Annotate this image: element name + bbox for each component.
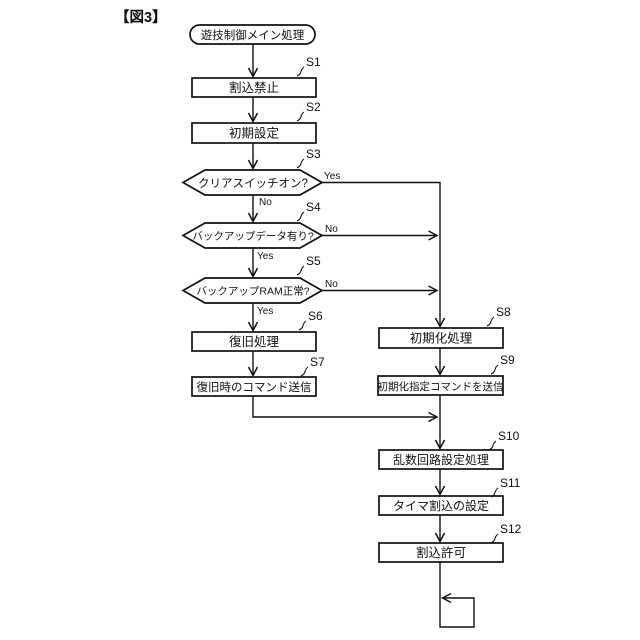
step-id-s4-leader: [296, 211, 305, 222]
step-id-s7: S7: [310, 355, 325, 369]
node-s9-label: 初期化指定コマンドを送信: [378, 380, 504, 393]
start-terminal-label: 遊技制御メイン処理: [201, 28, 305, 42]
line-s3-yes-to-s8: [322, 181, 440, 327]
decision-hexagon-s3: [181, 169, 324, 196]
step-id-s7-leader: [300, 366, 309, 377]
branch-label-s5-yes: Yes: [257, 306, 273, 317]
node-s8-label: 初期化処理: [410, 332, 473, 346]
node-s9: 初期化指定コマンドを送信 S9: [377, 353, 515, 396]
node-s6-label: 復旧処理: [229, 334, 280, 349]
decision-hexagon-s5: [181, 277, 324, 304]
process-box-s7: [191, 376, 317, 397]
branch-label-s5-no: No: [325, 279, 338, 290]
node-s10: 乱数回路設定処理 S10: [378, 429, 520, 470]
process-box-s12: [378, 542, 504, 563]
step-id-s11-leader: [490, 487, 499, 498]
step-id-s12: S12: [500, 522, 522, 536]
node-start: 遊技制御メイン処理: [189, 24, 316, 45]
step-id-s2-leader: [296, 111, 305, 122]
node-s3-label: クリアスイッチオン?: [198, 177, 308, 190]
start-terminal-shape: [189, 24, 316, 45]
step-id-s9: S9: [500, 353, 515, 367]
step-id-s9-leader: [490, 364, 499, 375]
process-box-s10: [378, 449, 504, 470]
node-s5-label: バックアップRAM正常?: [196, 285, 309, 298]
step-id-s1-leader: [296, 66, 305, 77]
step-id-s3: S3: [306, 147, 321, 161]
node-s7: 復旧時のコマンド送信 S7: [191, 355, 325, 397]
node-s4: バックアップデータ有り? S4 No Yes: [181, 200, 338, 262]
process-box-s2: [191, 122, 317, 144]
step-id-s5: S5: [306, 254, 321, 268]
step-id-s2: S2: [306, 100, 321, 114]
step-id-s11: S11: [500, 476, 521, 490]
branch-label-s4-no: No: [325, 224, 338, 235]
branch-label-s4-yes: Yes: [257, 251, 273, 262]
node-s6: 復旧処理 S6: [191, 309, 323, 352]
node-s2-label: 初期設定: [229, 126, 279, 141]
process-box-s9: [377, 375, 504, 396]
step-id-s10-leader: [488, 440, 497, 451]
node-s5: バックアップRAM正常? S5 No Yes: [181, 254, 338, 317]
process-box-s1: [191, 77, 317, 98]
branch-label-s3-no: No: [259, 197, 272, 208]
step-id-s6-leader: [298, 320, 307, 331]
step-id-s6: S6: [308, 309, 323, 323]
step-id-s3-leader: [296, 158, 305, 169]
step-id-s8-leader: [486, 316, 495, 327]
node-s7-label: 復旧時のコマンド送信: [197, 380, 312, 394]
process-box-s11: [378, 495, 504, 516]
branch-label-s3-yes: Yes: [324, 171, 340, 182]
step-id-s1: S1: [306, 55, 321, 69]
process-box-s8: [378, 327, 504, 349]
node-s11-label: タイマ割込の設定: [393, 498, 489, 513]
figure-label: 【図3】: [115, 9, 167, 26]
node-s3: クリアスイッチオン? S3 Yes No: [181, 147, 340, 208]
step-id-s8: S8: [496, 305, 511, 319]
step-id-s5-leader: [296, 265, 305, 276]
decision-hexagon-s4: [181, 222, 324, 249]
node-s1: 割込禁止 S1: [191, 55, 321, 98]
node-s12: 割込許可 S12: [378, 522, 522, 563]
node-s8: 初期化処理 S8: [378, 305, 511, 349]
process-box-s6: [191, 331, 317, 352]
node-s1-label: 割込禁止: [229, 80, 279, 95]
main-loop-line: [439, 562, 475, 628]
step-id-s10: S10: [498, 429, 520, 443]
node-s11: タイマ割込の設定 S11: [378, 476, 521, 516]
arrow-s7-to-join-line: [252, 396, 437, 417]
step-id-s4: S4: [306, 200, 321, 214]
step-id-s12-leader: [490, 533, 499, 544]
node-s2: 初期設定 S2: [191, 100, 321, 144]
node-s10-label: 乱数回路設定処理: [393, 452, 489, 467]
node-s12-label: 割込許可: [416, 545, 466, 560]
node-s4-label: バックアップデータ有り?: [192, 230, 313, 243]
